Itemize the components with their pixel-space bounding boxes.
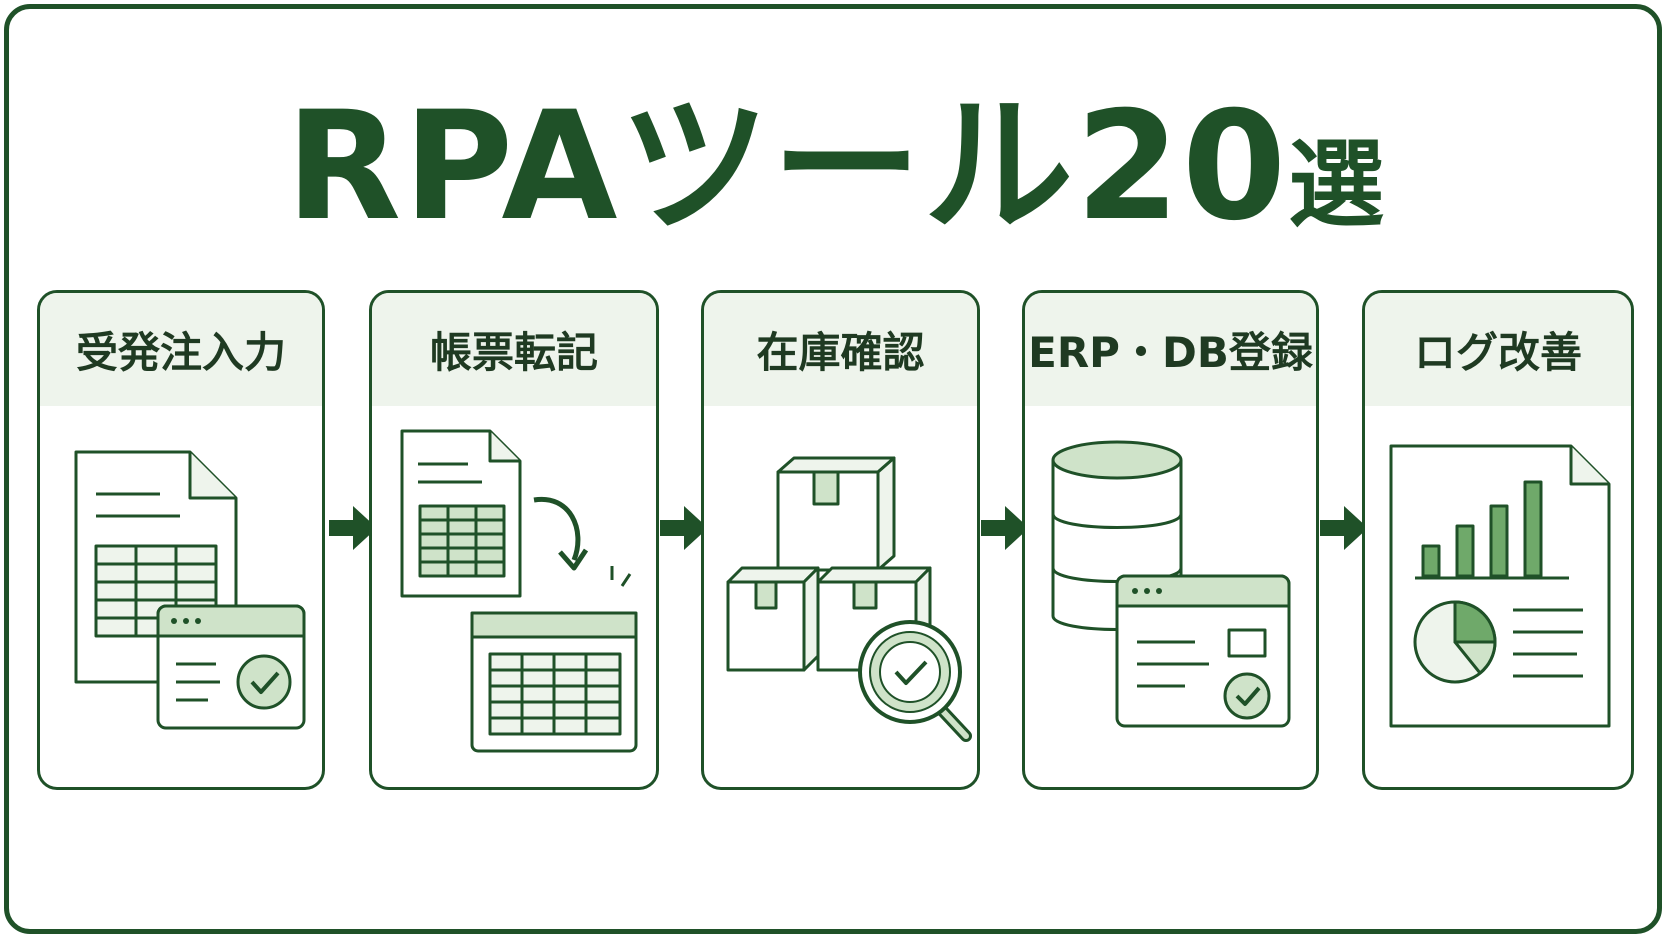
arrow-right-icon	[658, 502, 710, 558]
arrow-right-icon	[1318, 502, 1370, 558]
form-transfer-icon	[372, 406, 656, 787]
step-card-inventory-check: 在庫確認	[701, 290, 980, 790]
title-suffix: 選	[1288, 129, 1387, 241]
boxes-magnifier-icon	[704, 406, 977, 787]
step-card-erp-db-registration: ERP・DB登録	[1022, 290, 1319, 790]
title-number: 20	[1075, 80, 1289, 254]
report-chart-icon	[1365, 406, 1631, 787]
step-label: 帳票転記	[372, 293, 656, 406]
database-window-check-icon	[1025, 406, 1316, 787]
arrow-right-icon	[979, 502, 1031, 558]
step-label: 在庫確認	[704, 293, 977, 406]
step-label: ERP・DB登録	[1025, 293, 1316, 406]
step-card-log-improvement: ログ改善	[1362, 290, 1634, 790]
document-table-check-icon	[40, 406, 322, 787]
step-label: 受発注入力	[40, 293, 322, 406]
step-label: ログ改善	[1365, 293, 1631, 406]
title-main: RPAツール	[285, 80, 1076, 254]
step-card-form-transcription: 帳票転記	[369, 290, 659, 790]
arrow-right-icon	[327, 502, 379, 558]
step-card-order-entry: 受発注入力	[37, 290, 325, 790]
page-title: RPAツール20選	[0, 72, 1672, 280]
